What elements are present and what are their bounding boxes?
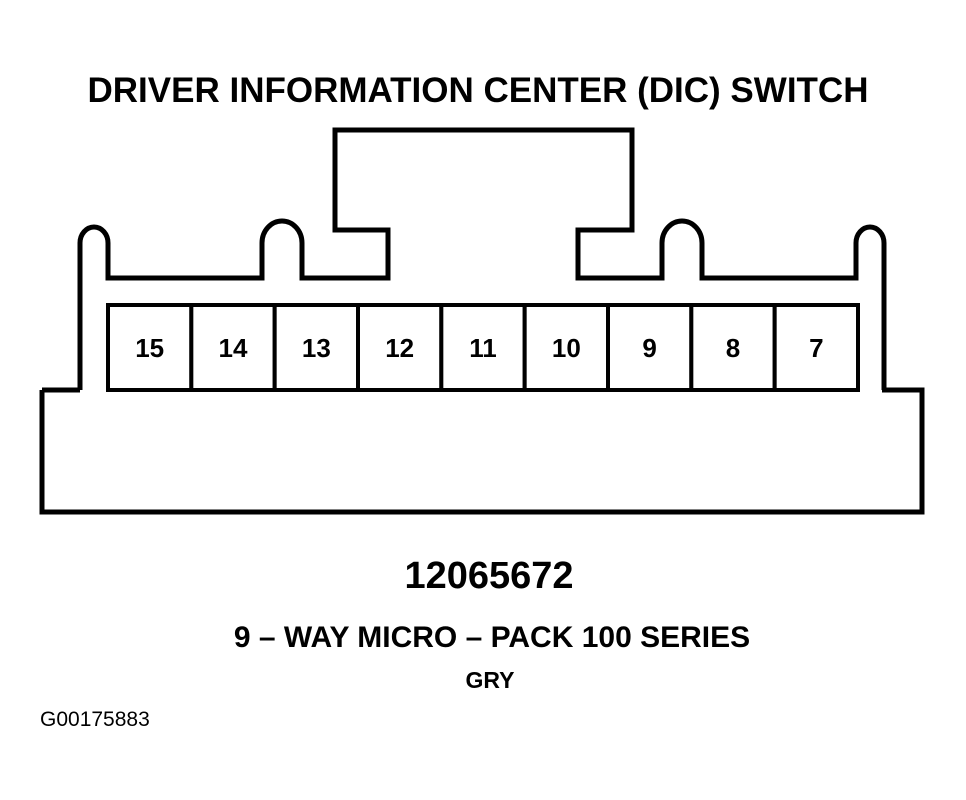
cavity-label-14: 14: [219, 333, 248, 363]
cavity-8: [689, 303, 777, 392]
cavity-row: 15 14 13 12 11 10 9 8 7: [106, 303, 861, 392]
cavity-label-13: 13: [302, 333, 331, 363]
cavity-label-15: 15: [135, 333, 164, 363]
cavity-label-12: 12: [385, 333, 414, 363]
cavity-label-9: 9: [642, 333, 656, 363]
housing-body: [39, 387, 925, 515]
cavity-13: [272, 303, 360, 392]
cavity-15: [106, 303, 194, 392]
part-number: 12065672: [404, 555, 573, 597]
cavity-label-11: 11: [469, 333, 497, 363]
connector-color: GRY: [466, 667, 515, 693]
cavity-label-8: 8: [726, 333, 740, 363]
connector-housing: [39, 127, 925, 515]
cavity-12: [356, 303, 444, 392]
left-latch-post: [77, 127, 887, 390]
cavity-label-7: 7: [809, 333, 823, 363]
connector-series: 9 – WAY MICRO – PACK 100 SERIES: [234, 621, 750, 654]
figure-id: G00175883: [40, 708, 150, 731]
cavity-11: [439, 303, 527, 392]
cavity-14: [189, 303, 277, 392]
diagram-title: DRIVER INFORMATION CENTER (DIC) SWITCH: [88, 71, 869, 110]
cavity-label-10: 10: [552, 333, 581, 363]
cavity-10: [522, 303, 611, 392]
cavity-7: [772, 303, 861, 392]
